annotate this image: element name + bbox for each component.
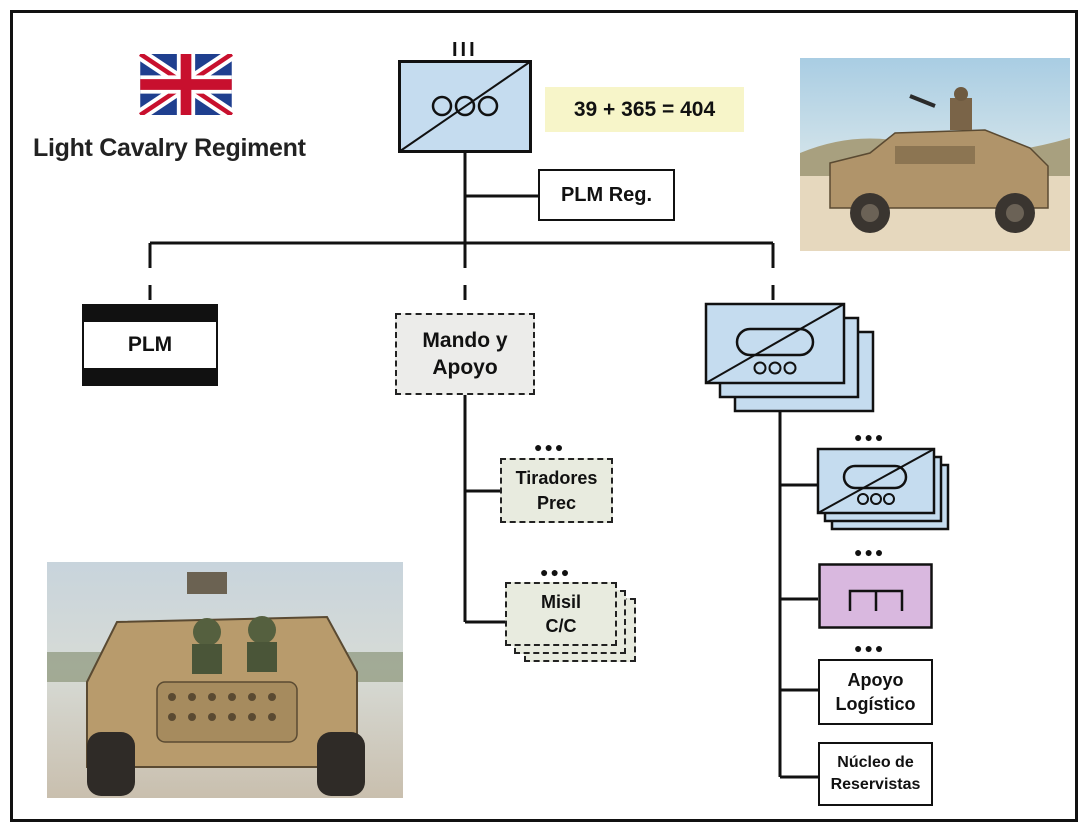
- tiradores-line1: Tiradores: [515, 468, 598, 489]
- regiment-symbol: [398, 60, 532, 153]
- echelon-engineer: ●●●: [854, 544, 886, 560]
- page-title: Light Cavalry Regiment: [33, 134, 306, 162]
- vehicle-photo-top: [800, 58, 1070, 251]
- mando-line1: Mando y: [422, 328, 508, 352]
- echelon-logistic: ●●●: [854, 640, 886, 656]
- logistic-box: Apoyo Logístico: [818, 659, 933, 725]
- plm-reg-box: PLM Reg.: [538, 169, 675, 221]
- squadron-symbol: [704, 302, 846, 385]
- tiradores-box: Tiradores Prec: [500, 458, 613, 523]
- vehicle-shape: [86, 572, 365, 796]
- misil-line1: Misil: [540, 591, 581, 612]
- misil-box: Misil C/C: [505, 582, 617, 646]
- misil-line2: C/C: [545, 616, 577, 636]
- logistic-line1: Apoyo: [847, 669, 904, 690]
- logistic-line2: Logístico: [835, 694, 916, 714]
- vehicle-shape: [829, 87, 1049, 233]
- echelon-misil: ●●●: [540, 564, 572, 580]
- recon-troop-symbol: [816, 447, 936, 515]
- uk-flag-icon: [139, 54, 233, 115]
- reserve-line2: Reservistas: [830, 776, 921, 793]
- plm-box: PLM: [82, 304, 218, 386]
- mando-line2: Apoyo: [432, 356, 498, 379]
- tiradores-line2: Prec: [536, 492, 577, 513]
- reserve-line1: Núcleo de: [837, 754, 914, 772]
- strength-formula: 39 + 365 = 404: [545, 87, 744, 132]
- echelon-regiment: III: [452, 39, 478, 61]
- vehicle-photo-bottom: [47, 562, 403, 798]
- engineer-troop-symbol: [818, 563, 933, 629]
- echelon-recon: ●●●: [854, 429, 886, 445]
- recon-troop-stack: [816, 447, 950, 531]
- echelon-tiradores: ●●●: [534, 439, 566, 455]
- squadron-stack: [704, 302, 875, 413]
- reserve-box: Núcleo de Reservistas: [818, 742, 933, 806]
- mando-apoyo-box: Mando y Apoyo: [395, 313, 535, 395]
